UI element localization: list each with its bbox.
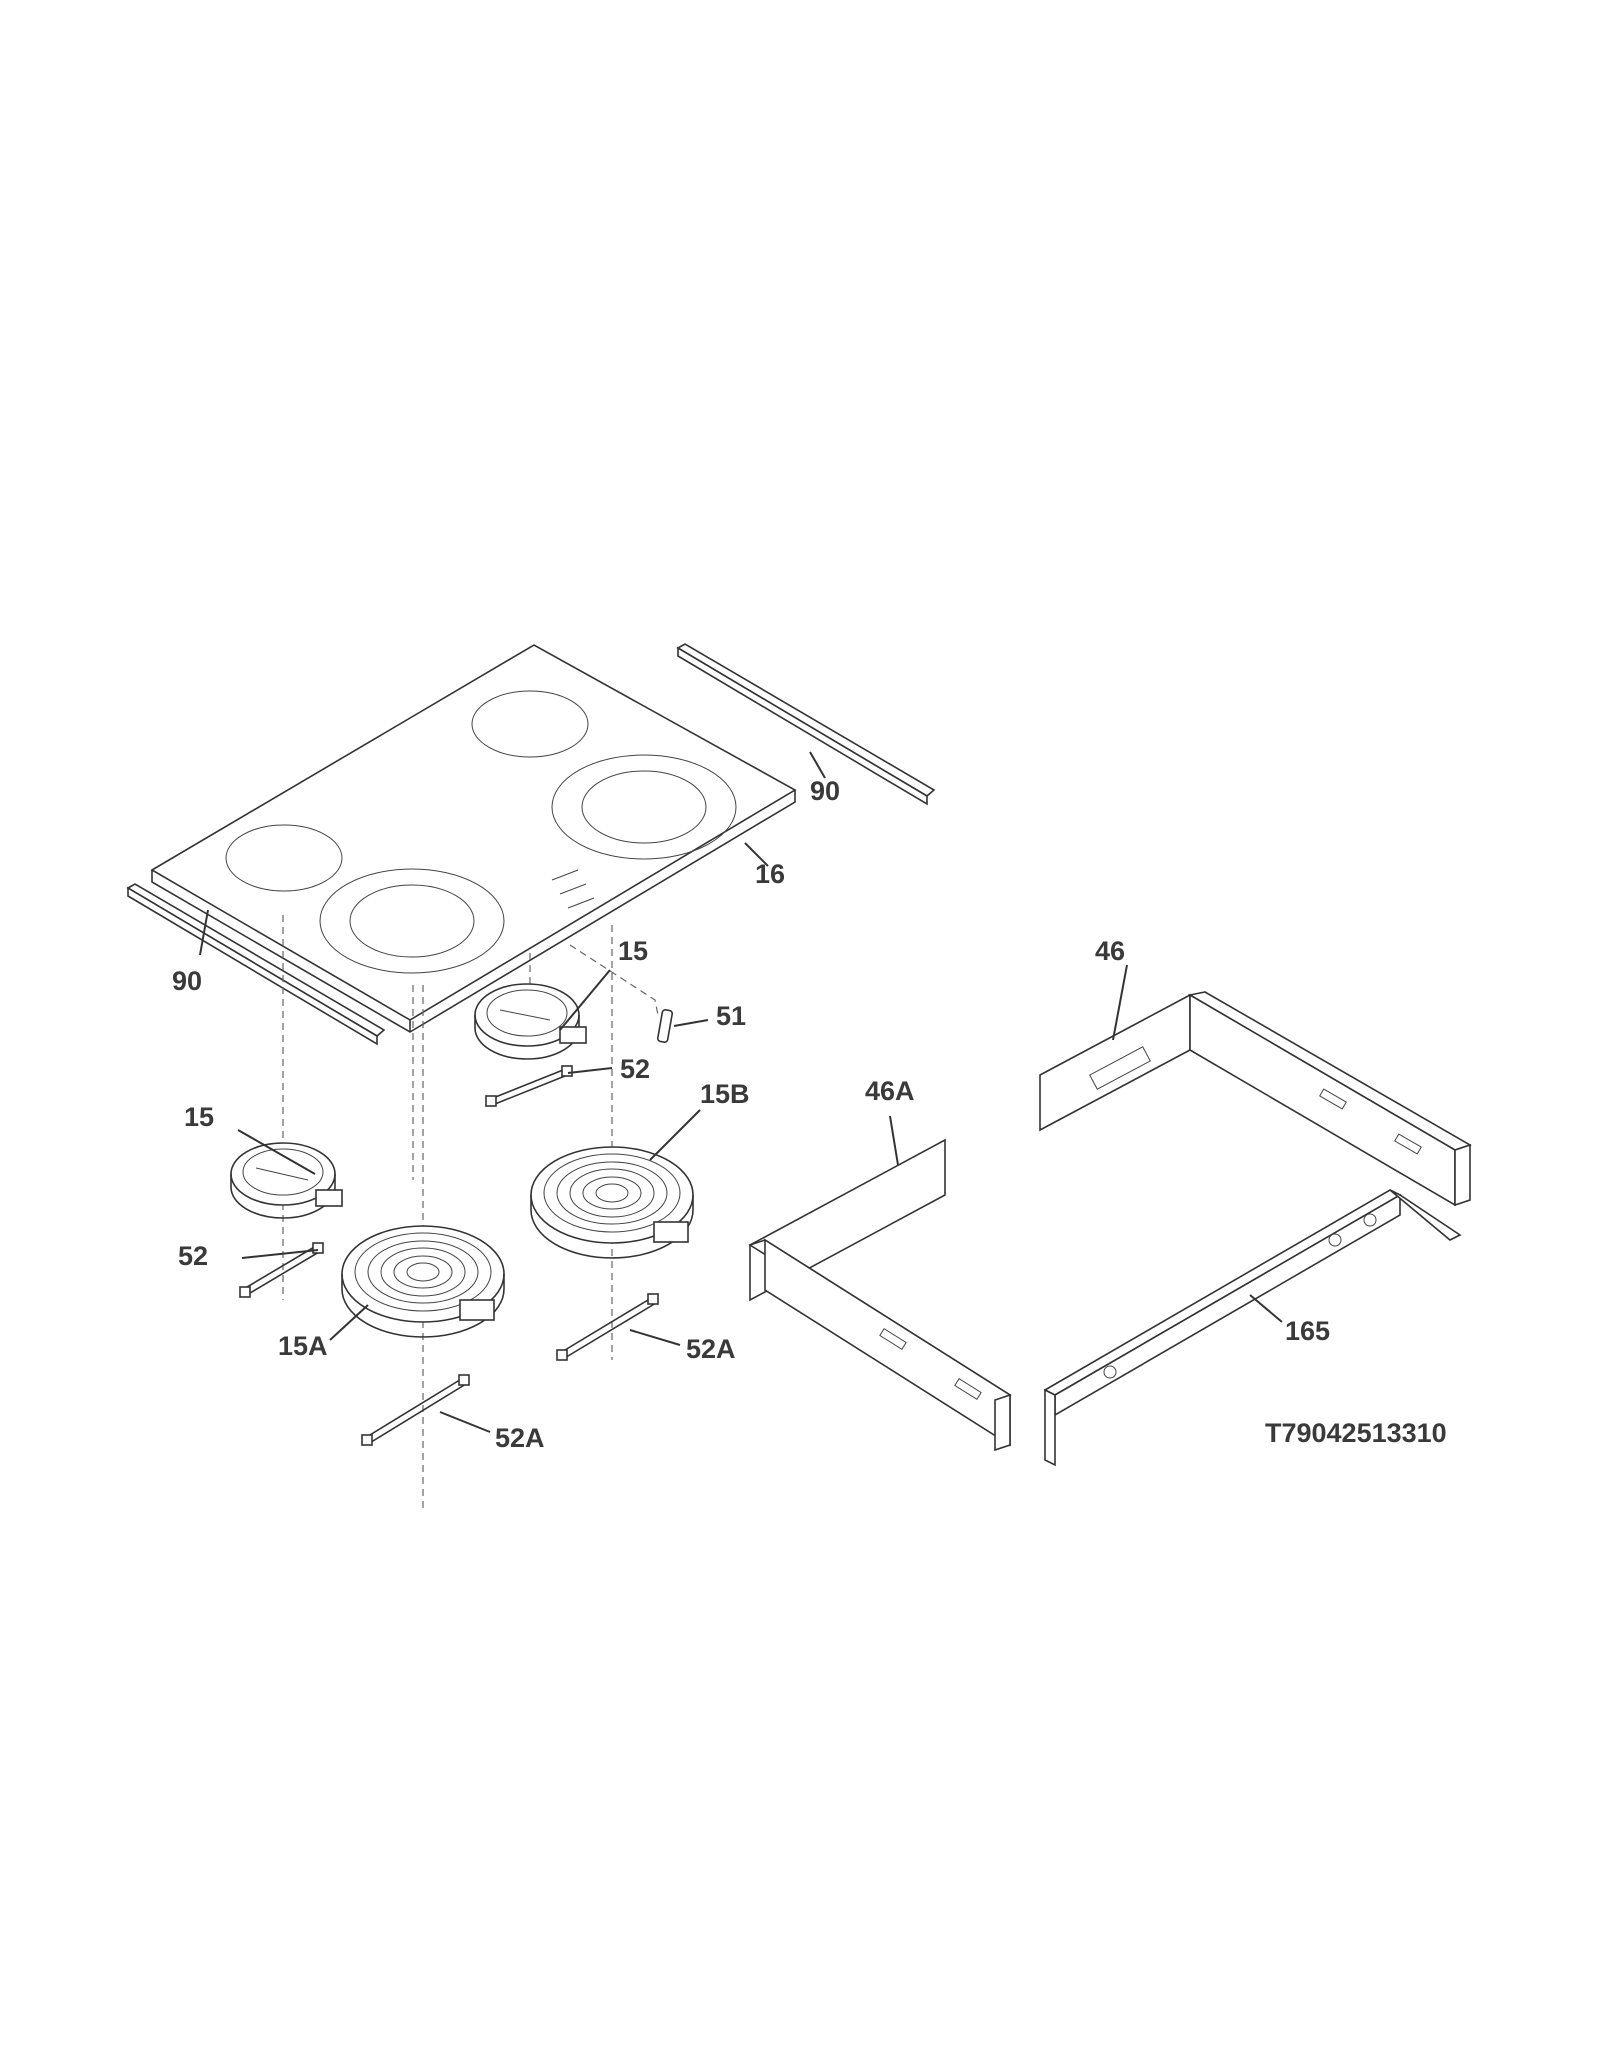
large-element-center[interactable] — [341, 1225, 505, 1338]
rear-bracket[interactable] — [1039, 991, 1472, 1207]
strap-upper[interactable] — [485, 1065, 573, 1107]
callout-glass-top: 16 — [755, 859, 785, 889]
left-bracket[interactable] — [748, 1138, 1012, 1452]
limiter-switch[interactable] — [656, 1009, 674, 1043]
front-trim-strip[interactable] — [126, 883, 386, 1046]
callout-limiter: 51 — [716, 1001, 746, 1031]
glass-cooktop[interactable] — [150, 644, 797, 1033]
strap-bottom[interactable] — [361, 1374, 470, 1446]
callout-bracket-left: 46A — [865, 1076, 915, 1106]
drawing-code: T79042513310 — [1265, 1418, 1447, 1448]
large-element-right[interactable] — [530, 1146, 694, 1259]
callout-element-small-left: 15 — [184, 1102, 214, 1132]
callout-strap-right: 52A — [686, 1334, 736, 1364]
callout-element-large-right: 15B — [700, 1079, 750, 1109]
callout-bracket-rear: 46 — [1095, 936, 1125, 966]
callout-strip-rear: 90 — [810, 776, 840, 806]
callout-strap-bottom: 52A — [495, 1423, 545, 1453]
callout-element-large-center: 15A — [278, 1331, 328, 1361]
callout-strip-front: 90 — [172, 966, 202, 996]
strap-right[interactable] — [556, 1293, 659, 1361]
small-element-right[interactable] — [474, 983, 587, 1060]
small-element-left[interactable] — [230, 1142, 343, 1219]
strap-left[interactable] — [239, 1242, 324, 1298]
callout-strap-left: 52 — [178, 1241, 208, 1271]
callout-bracket-front: 165 — [1285, 1316, 1330, 1346]
rear-trim-strip[interactable] — [676, 643, 936, 806]
leader-lines — [199, 751, 1283, 1433]
callout-strap-upper: 52 — [620, 1054, 650, 1084]
callout-element-small-right: 15 — [618, 936, 648, 966]
front-bracket[interactable] — [1043, 1189, 1462, 1467]
